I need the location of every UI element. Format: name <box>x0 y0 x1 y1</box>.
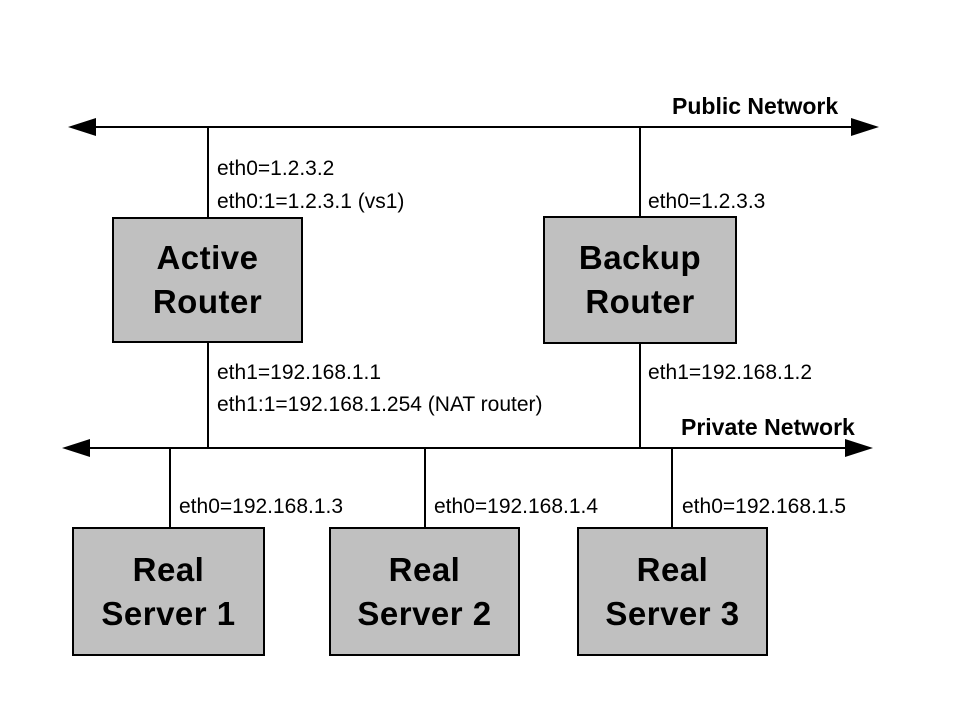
real-server-1-interface-label: eth0=192.168.1.3 <box>179 495 344 518</box>
real-server-2-interface-label: eth0=192.168.1.4 <box>434 495 599 518</box>
real-server-2-box: Real Server 2 <box>329 527 520 656</box>
real-server-1-box: Real Server 1 <box>72 527 265 656</box>
active-router-public-link-line <box>207 127 209 217</box>
backup-router-public-link-line <box>639 127 641 216</box>
active-router-box: Active Router <box>112 217 303 343</box>
private-network-arrow-left-icon <box>62 439 90 457</box>
backup-router-label-line2: Router <box>585 283 695 320</box>
real-server-1-link-line <box>169 448 171 527</box>
active-router-label-line2: Router <box>152 283 263 320</box>
backup-router-private-interface-label: eth1=192.168.1.2 <box>648 361 813 384</box>
backup-router-label-line1: Backup <box>578 239 702 276</box>
real-server-3-label-line2: Server 3 <box>605 594 740 632</box>
real-server-2-label-line1: Real <box>388 550 461 588</box>
public-network-arrow-right-icon <box>851 118 879 136</box>
active-router-private-link-line <box>207 343 209 448</box>
public-network-arrow-left-icon <box>68 118 96 136</box>
active-router-public-interface-label-2: eth0:1=1.2.3.1 (vs1) <box>217 190 405 213</box>
public-network-label: Public Network <box>672 93 839 119</box>
real-server-3-link-line <box>671 448 673 527</box>
real-server-3-label-line1: Real <box>636 550 709 588</box>
real-server-2-label-line2: Server 2 <box>357 594 492 632</box>
real-server-3-interface-label: eth0=192.168.1.5 <box>682 495 847 518</box>
private-network-label: Private Network <box>681 414 855 440</box>
real-server-3-box: Real Server 3 <box>577 527 768 656</box>
private-network-arrow-right-icon <box>845 439 873 457</box>
backup-router-box: Backup Router <box>543 216 737 344</box>
backup-router-public-interface-label: eth0=1.2.3.3 <box>648 190 766 213</box>
real-server-1-label-line2: Server 1 <box>101 594 236 632</box>
active-router-private-interface-label-2: eth1:1=192.168.1.254 (NAT router) <box>217 393 543 416</box>
private-network-line <box>78 447 850 449</box>
backup-router-private-link-line <box>639 344 641 448</box>
active-router-private-interface-label-1: eth1=192.168.1.1 <box>217 361 382 384</box>
active-router-public-interface-label-1: eth0=1.2.3.2 <box>217 157 335 180</box>
public-network-line <box>84 126 856 128</box>
real-server-1-label-line1: Real <box>132 550 205 588</box>
real-server-2-link-line <box>424 448 426 527</box>
active-router-label-line1: Active <box>156 239 259 276</box>
